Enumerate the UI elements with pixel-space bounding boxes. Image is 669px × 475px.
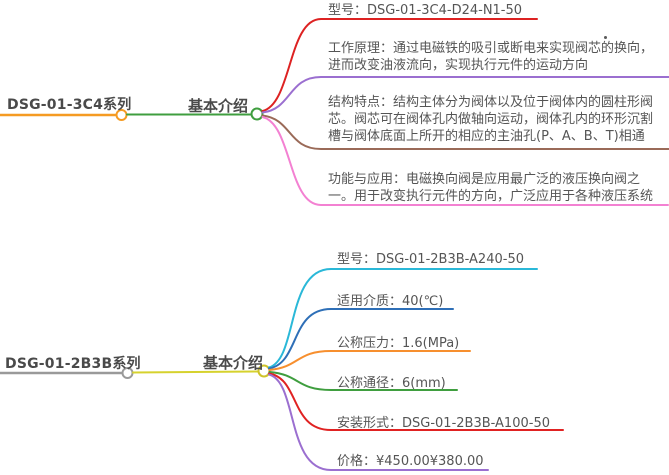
leaf-line: 功能与应用：电磁换向阀是应用最广泛的液压换向阀之	[328, 172, 641, 187]
branch-diameter-2	[268, 371, 458, 391]
branch-function-1	[261, 116, 669, 206]
leaf-nominal-pressure-2[interactable]: 公称压力：1.6(MPa)	[337, 335, 459, 352]
child-topic-intro-2[interactable]: 基本介绍	[203, 354, 264, 372]
leaf-line: 槽与阀体底面上所开的相应的主油孔(P、A、B、T)相通	[328, 129, 645, 144]
leaf-line: 工作原理：通过电磁铁的吸引或断电来实现阀芯的换向，	[328, 41, 654, 56]
leaf-model-1[interactable]: 型号：DSG-01-3C4-D24-N1-50	[328, 2, 522, 19]
child-handle-1[interactable]	[250, 107, 264, 121]
leaf-line: 一。用于改变执行元件的方向，广泛应用于各种液压系统	[328, 189, 654, 204]
leaf-line: 公称压力：1.6(MPa)	[337, 336, 460, 351]
branch-model-2	[268, 268, 538, 369]
leaf-line: 适用介质：40(℃)	[337, 294, 444, 309]
branch-mounting-2	[268, 372, 564, 431]
branch-model-1	[261, 18, 538, 112]
leaf-structure-features-1[interactable]: 结构特点：结构主体分为阀体以及位于阀体内的圆柱形阀 芯。阀芯可在阀体孔内做轴向运…	[328, 94, 653, 145]
leaf-applicable-medium-2[interactable]: 适用介质：40(℃)	[337, 293, 443, 310]
leaf-line: 价格：¥450.00¥380.00	[337, 454, 484, 469]
leaf-nominal-diameter-2[interactable]: 公称通径：6(mm)	[337, 375, 446, 392]
leaf-function-application-1[interactable]: 功能与应用：电磁换向阀是应用最广泛的液压换向阀之 一。用于改变执行元件的方向，广…	[328, 171, 653, 205]
branch-principle-1	[261, 76, 669, 114]
stray-dot	[604, 36, 607, 39]
leaf-line: 安装形式：DSG-01-2B3B-A100-50	[337, 416, 550, 431]
leaf-price-2[interactable]: 价格：¥450.00¥380.00	[337, 453, 484, 470]
child-topic-intro-1[interactable]: 基本介绍	[188, 97, 249, 115]
leaf-line: 型号：DSG-01-2B3B-A240-50	[337, 252, 524, 267]
root-child-link-2	[132, 370, 259, 374]
root-topic-dsg-01-3c4[interactable]: DSG-01-3C4系列	[7, 97, 132, 113]
root-topic-dsg-01-2b3b[interactable]: DSG-01-2B3B系列	[5, 356, 141, 372]
leaf-line: 芯。阀芯可在阀体孔内做轴向运动，阀体孔内的环形沉割	[328, 112, 654, 127]
leaf-model-2[interactable]: 型号：DSG-01-2B3B-A240-50	[337, 251, 524, 268]
leaf-line: 公称通径：6(mm)	[337, 376, 446, 391]
leaf-line: 结构特点：结构主体分为阀体以及位于阀体内的圆柱形阀	[328, 95, 654, 110]
branch-medium-2	[268, 308, 454, 370]
branch-pressure-2	[268, 350, 471, 371]
leaf-line: 型号：DSG-01-3C4-D24-N1-50	[328, 3, 523, 18]
branch-price-2	[268, 373, 489, 471]
leaf-mounting-form-2[interactable]: 安装形式：DSG-01-2B3B-A100-50	[337, 415, 550, 432]
branch-structure-1	[261, 114, 669, 150]
leaf-line: 进而改变油液流向，实现执行元件的运动方向	[328, 58, 589, 73]
leaf-working-principle-1[interactable]: 工作原理：通过电磁铁的吸引或断电来实现阀芯的换向， 进而改变油液流向，实现执行元…	[328, 40, 653, 74]
